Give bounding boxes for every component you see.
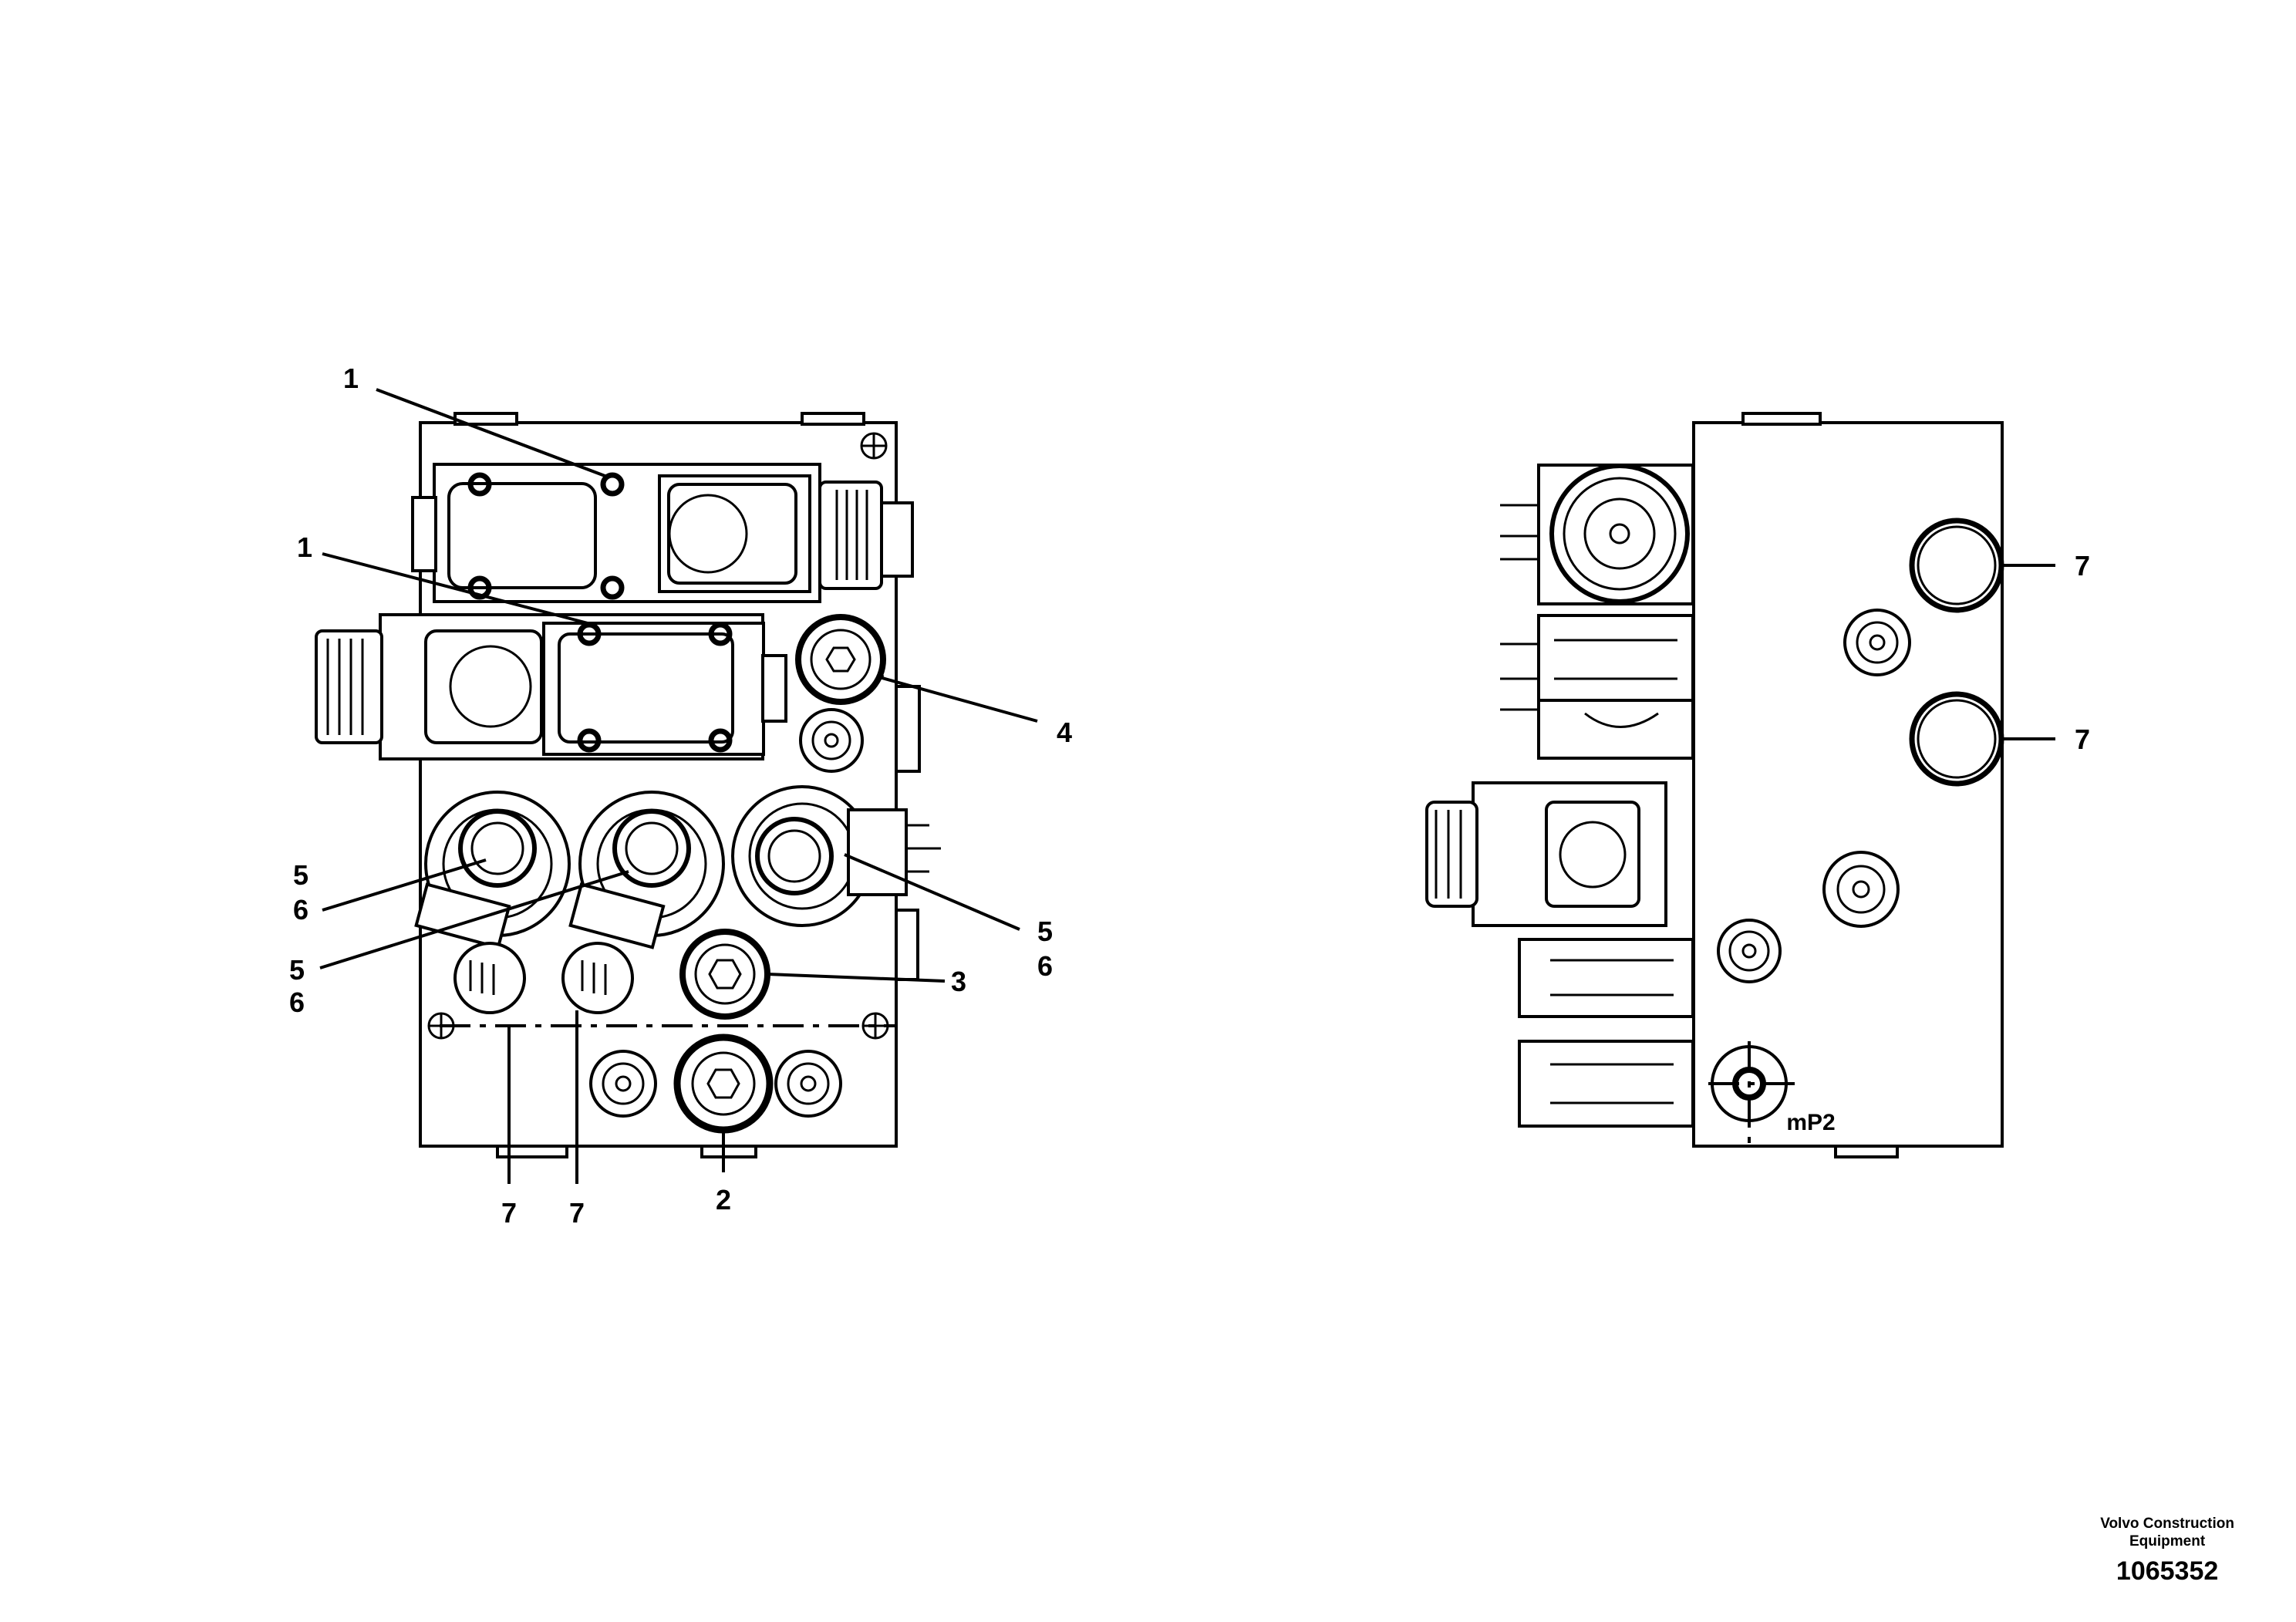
callout-label: 5 — [289, 954, 305, 986]
callout-label: 3 — [951, 966, 966, 997]
right-view-callouts: 7 7 — [2075, 550, 2090, 755]
port-marking: mP2 — [1786, 1110, 1835, 1135]
callout-label: 7 — [2075, 723, 2090, 755]
left-view-valve-block — [315, 412, 941, 1158]
callout-label: 6 — [1037, 950, 1053, 982]
callout-label: 1 — [297, 531, 312, 563]
org-name-line2: Equipment — [2129, 1533, 2206, 1549]
callout-label: 4 — [1057, 717, 1072, 748]
callout-label: 7 — [569, 1197, 585, 1229]
callout-label: 5 — [293, 859, 308, 891]
solenoid-valve-lower — [315, 613, 787, 760]
callout-label: 6 — [293, 894, 308, 926]
callout-label: 7 — [501, 1197, 517, 1229]
pressure-valve-3 — [731, 785, 941, 981]
right-view-valve-block: mP2 — [1425, 412, 2004, 1158]
pressure-valve-2 — [561, 791, 725, 1014]
right-view-leaders — [2001, 564, 2055, 740]
solenoid-valve-upper — [411, 463, 914, 603]
left-view-callouts: 1 1 4 5 6 5 6 5 6 3 7 7 2 — [289, 363, 1072, 1229]
drawing-footer: Volvo Construction Equipment 1065352 — [2100, 1515, 2234, 1587]
callout-label: 7 — [2075, 550, 2090, 582]
callout-label: 2 — [716, 1184, 731, 1216]
left-view-leaders — [319, 388, 1038, 1184]
callout-label: 5 — [1037, 916, 1053, 947]
callout-label: 6 — [289, 986, 305, 1018]
drawing-number: 1065352 — [2116, 1556, 2219, 1586]
callout-label: 1 — [343, 363, 359, 394]
org-name-line1: Volvo Construction — [2100, 1516, 2234, 1532]
